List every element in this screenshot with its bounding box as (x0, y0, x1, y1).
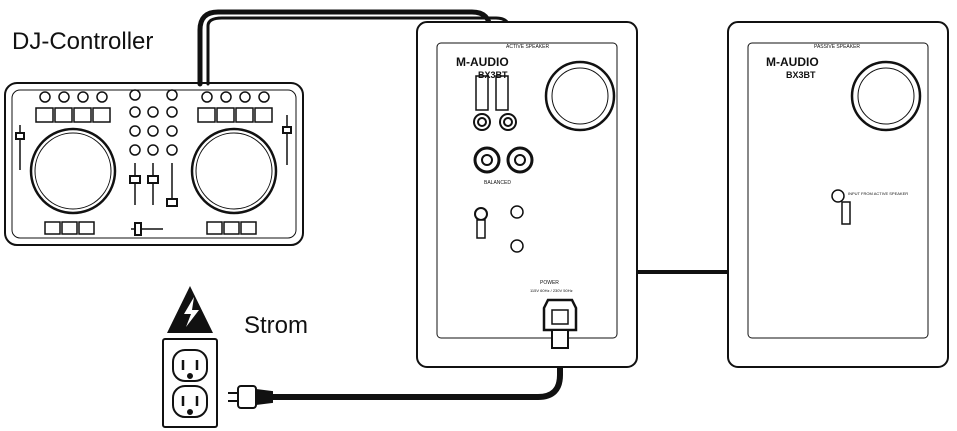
balanced-inputs (473, 146, 534, 174)
channel-fader-1 (129, 175, 141, 184)
passive-input-jack (831, 189, 845, 203)
rca-inputs (473, 75, 517, 131)
active-speaker-model: BX3BT (478, 70, 508, 80)
left-pitch-fader (15, 132, 25, 140)
dj-controller-label: DJ-Controller (12, 28, 154, 55)
passive-input-label: INPUT FROM ACTIVE SPEAKER (848, 191, 908, 196)
power-label-text: Strom (244, 312, 309, 339)
channel-fader-2 (147, 175, 159, 184)
low-switch (510, 239, 524, 253)
balanced-label: BALANCED (484, 180, 511, 186)
power-label: POWER (540, 280, 559, 286)
right-jog-wheel (190, 127, 278, 215)
active-speaker-brand: M-AUDIO (456, 55, 509, 69)
left-jog-wheel (29, 127, 117, 215)
right-pitch-fader (282, 126, 292, 134)
right-pad-row (197, 107, 273, 123)
active-speaker (416, 21, 638, 368)
passive-speaker-model: BX3BT (786, 70, 816, 80)
wall-outlet (162, 338, 218, 428)
passive-speaker-brand: M-AUDIO (766, 55, 819, 69)
active-speaker-header: ACTIVE SPEAKER (506, 44, 549, 50)
right-transport-buttons (206, 221, 257, 235)
left-transport-buttons (44, 221, 95, 235)
speaker-output-jack (474, 207, 488, 221)
power-cable (265, 342, 563, 400)
dj-controller (4, 82, 304, 246)
right-knob-row (201, 91, 270, 103)
power-plug (228, 385, 273, 409)
left-knob-row (39, 91, 108, 103)
high-switch (510, 205, 524, 219)
power-sublabel: 115V 60Hz / 230V 50Hz (530, 288, 573, 293)
master-fader (166, 198, 178, 207)
warning-icon (167, 286, 213, 333)
passive-speaker-header: PASSIVE SPEAKER (814, 44, 860, 50)
crossfader (134, 222, 142, 236)
mixer-knobs (129, 89, 178, 156)
passive-speaker (727, 21, 949, 368)
power-socket (542, 298, 578, 349)
left-pad-row (35, 107, 111, 123)
